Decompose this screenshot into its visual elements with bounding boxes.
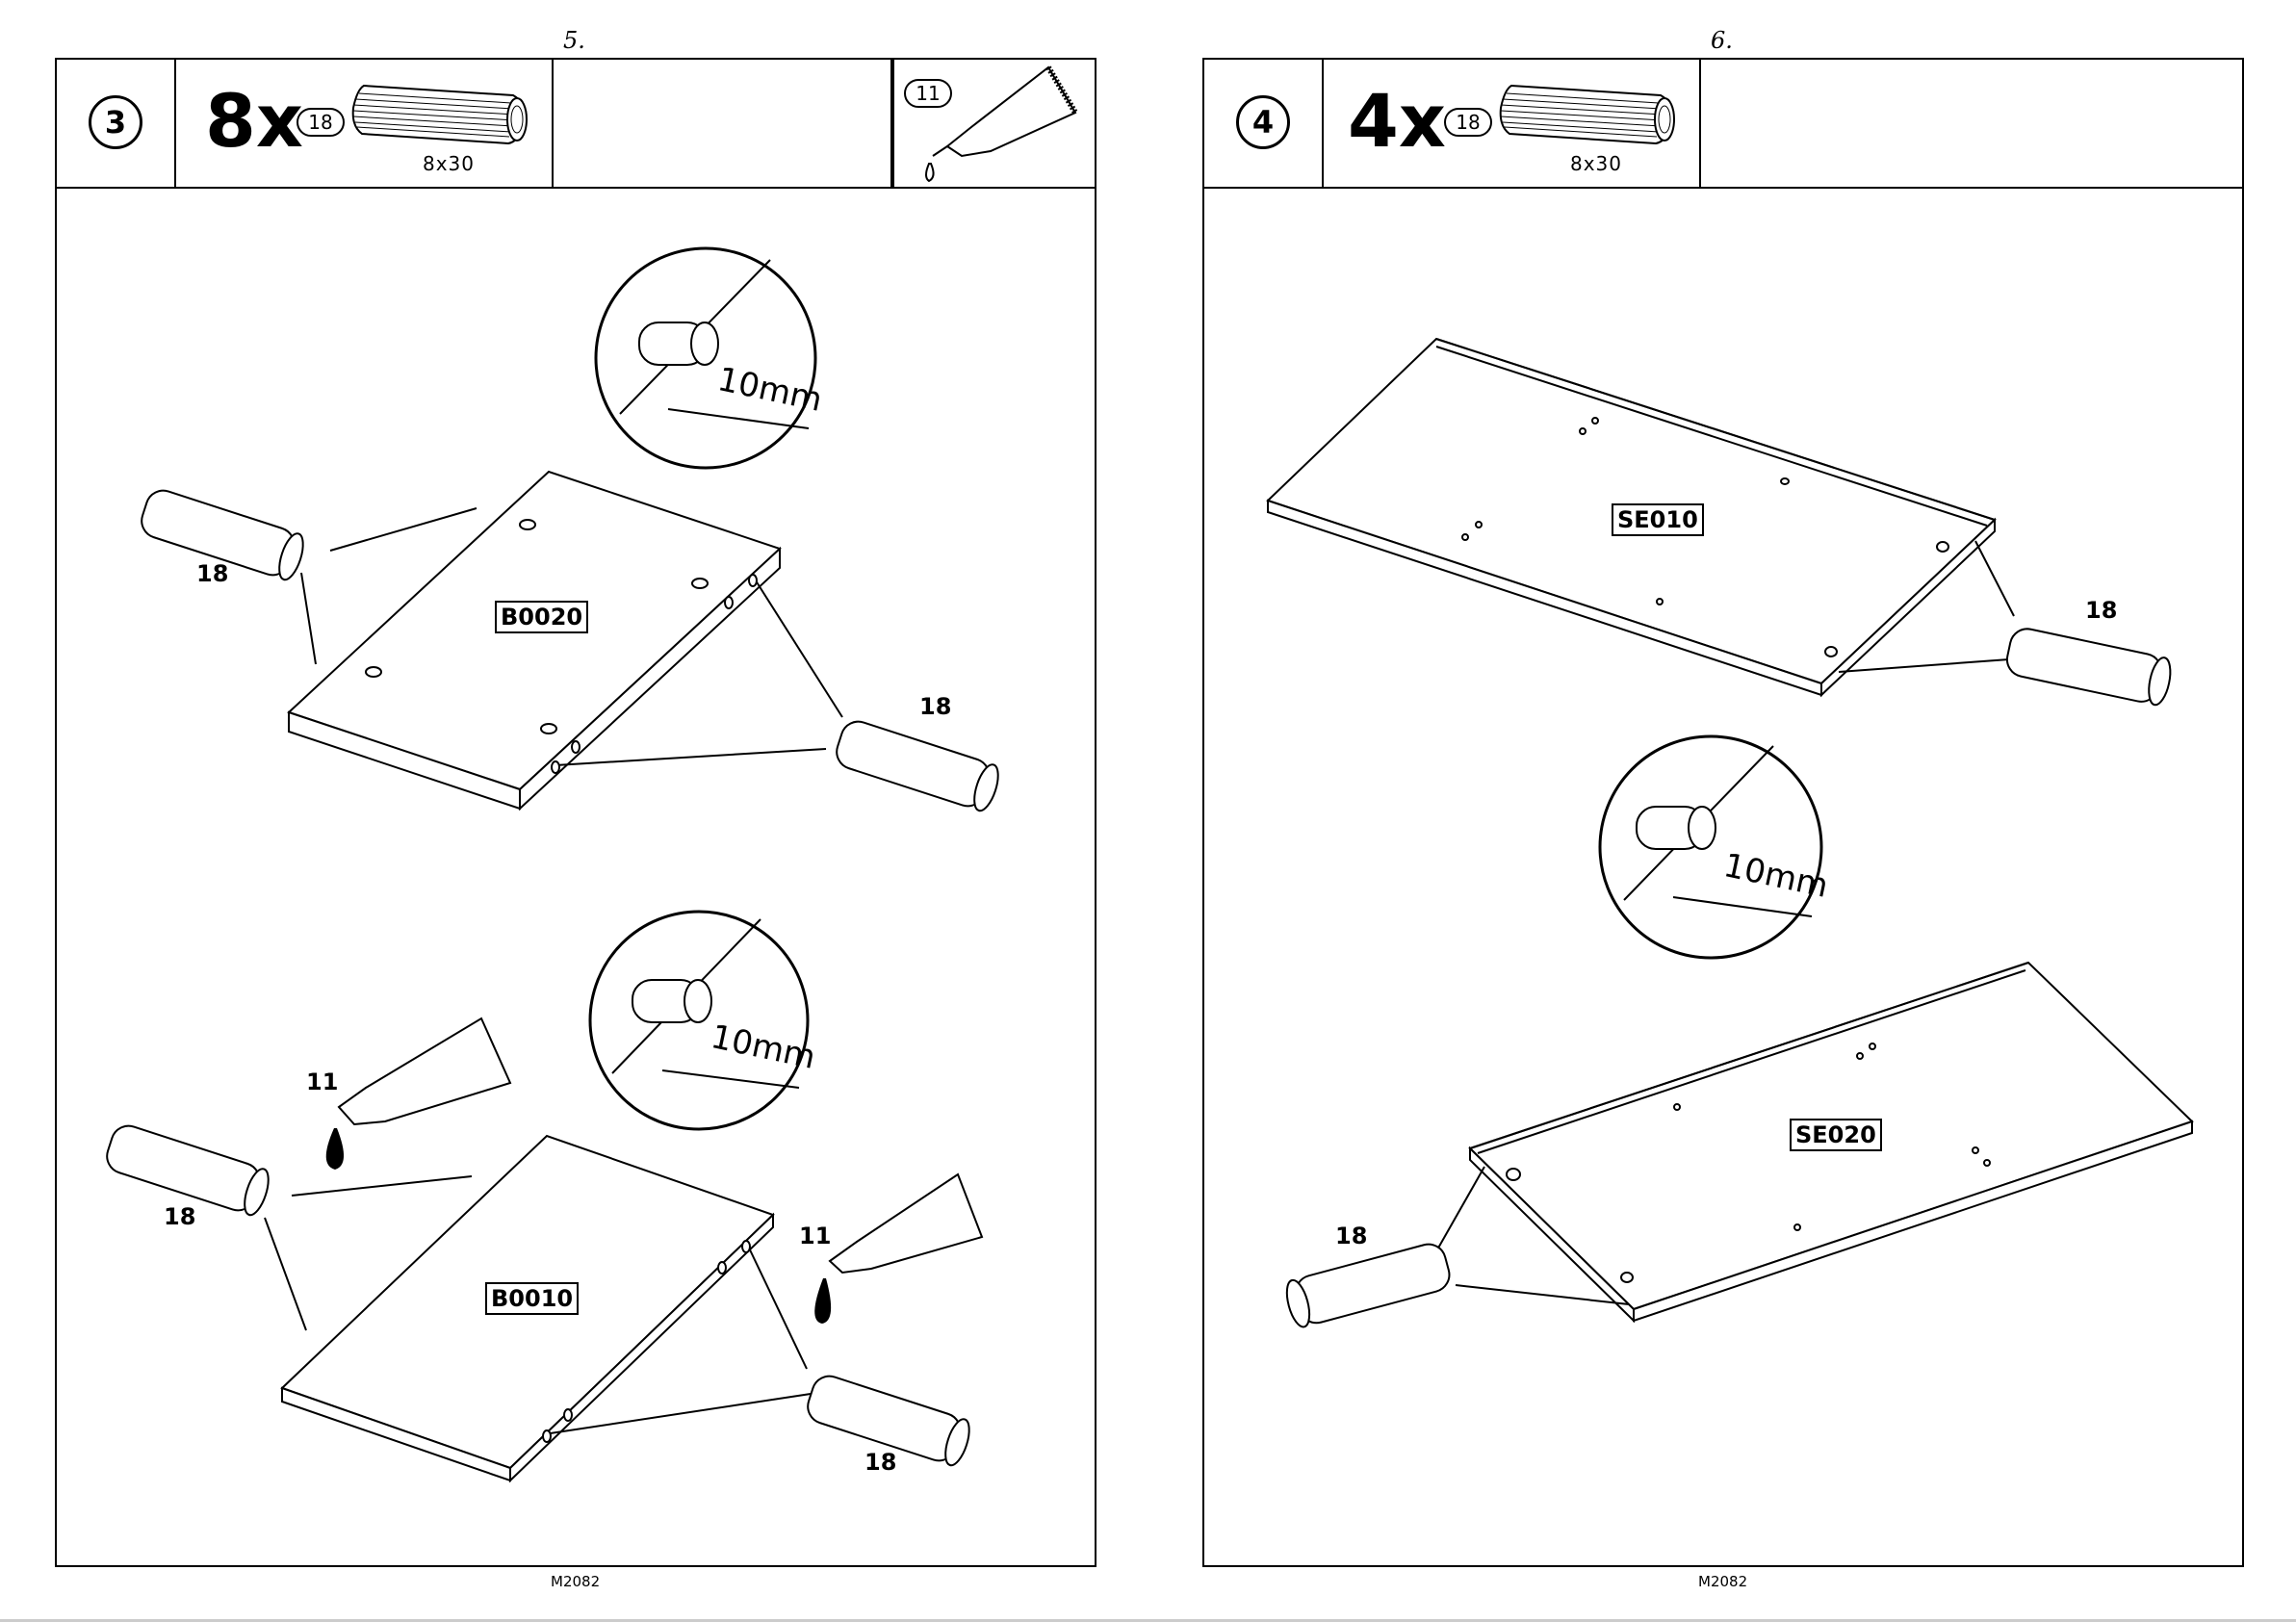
assembly-drawing: [1148, 0, 2295, 1622]
dowel-label: 18: [196, 560, 228, 587]
glue-label: 11: [799, 1223, 831, 1249]
panel-label-top: B0020: [495, 601, 588, 633]
page-left: 5. 3 8x 18: [0, 0, 1148, 1622]
dowel-label: 18: [919, 693, 951, 720]
assembly-drawing: [0, 0, 1148, 1622]
dowel-label: 18: [2085, 597, 2117, 624]
panel-label-bottom: B0010: [485, 1282, 579, 1315]
glue-label: 11: [306, 1068, 338, 1095]
dowel-label: 18: [864, 1449, 896, 1476]
footer-code: M2082: [1698, 1573, 1747, 1590]
dowel-label: 18: [164, 1203, 195, 1230]
dowel-label: 18: [1335, 1223, 1367, 1249]
page-right: 6. 4 4x 18: [1148, 0, 2295, 1622]
panel-label-bottom: SE020: [1790, 1119, 1882, 1151]
panel-label-top: SE010: [1612, 503, 1704, 536]
footer-code: M2082: [551, 1573, 600, 1590]
